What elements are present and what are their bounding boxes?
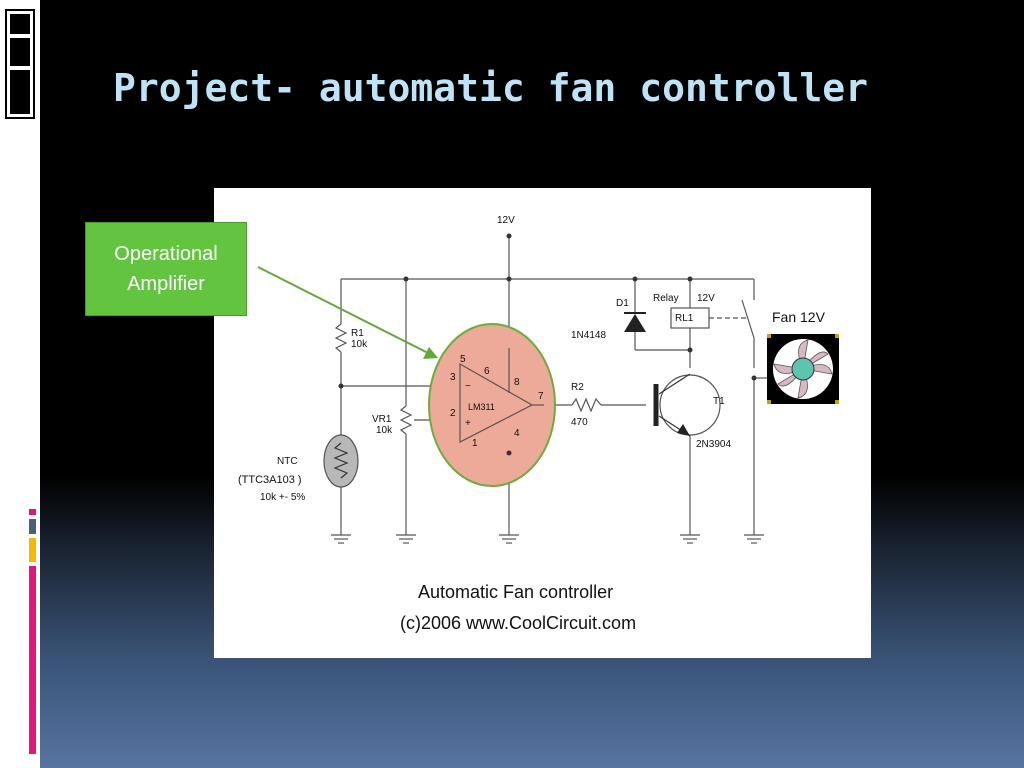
pin-8: 8 (514, 377, 520, 388)
accent-bar-gray (29, 519, 36, 534)
relay-voltage: 12V (697, 293, 715, 304)
ntc-part: (TTC3A103 ) (238, 474, 302, 486)
ground-symbol (499, 534, 519, 544)
ground-symbol (396, 534, 416, 544)
pin-6: 6 (484, 366, 490, 377)
ntc-zigzag (333, 442, 349, 479)
junction-dot (687, 276, 693, 282)
pin-4: 4 (514, 428, 520, 439)
slide-title: Project- automatic fan controller (113, 66, 868, 110)
fan-label: Fan 12V (772, 309, 826, 325)
diagram-copyright: (c)2006 www.CoolCircuit.com (400, 613, 636, 633)
r2-value: 470 (571, 417, 588, 428)
pin-5: 5 (460, 354, 466, 365)
vr1-resistor (399, 405, 413, 435)
pin-2: 2 (450, 408, 456, 419)
junction-dot (338, 383, 344, 389)
t1-collector (658, 373, 691, 395)
ntc-label: NTC (277, 456, 298, 467)
r1-label: R1 (351, 328, 364, 339)
d1-part: 1N4148 (571, 330, 606, 341)
ic-label: LM311 (468, 402, 495, 412)
relay-label: Relay (653, 293, 679, 304)
diagram-caption: Automatic Fan controller (418, 582, 613, 602)
junction-dot (506, 450, 512, 456)
vr1-value: 10k (376, 425, 393, 436)
junction-dot (687, 347, 693, 353)
r1-resistor (334, 323, 348, 353)
junction-dot (403, 276, 409, 282)
accent-bar-yellow (29, 538, 36, 562)
circuit-diagram: 12V R1 10k VR1 10k NTC (TTC3A103 ) 10k +… (214, 188, 871, 658)
accent-bar-pink (29, 566, 36, 754)
d1-label: D1 (616, 298, 629, 309)
opamp-triangle (459, 362, 534, 443)
t1-transistor (659, 374, 721, 436)
r2-resistor (571, 397, 602, 413)
fan-icon (767, 334, 839, 404)
relay-name: RL1 (675, 313, 694, 324)
ground-symbol (744, 534, 764, 544)
accent-bar-pink-top (29, 509, 36, 515)
left-strip (0, 0, 40, 768)
pin-plus: + (465, 418, 471, 429)
ground-symbol (331, 534, 351, 544)
r2-label: R2 (571, 382, 584, 393)
junction-dot (751, 375, 757, 381)
pin-1: 1 (472, 438, 478, 449)
r1-value: 10k (351, 339, 368, 350)
panels-icon (5, 9, 35, 119)
junction-dot (506, 233, 512, 239)
supply-label: 12V (497, 215, 515, 226)
pin-minus: − (465, 381, 471, 392)
callout-line-2: Amplifier (127, 273, 205, 295)
junction-dot (506, 276, 512, 282)
relay-switch (741, 299, 755, 339)
callout-line-1: Operational (114, 243, 218, 265)
t1-part: 2N3904 (696, 439, 731, 450)
junction-dot (632, 276, 638, 282)
callout-box: Operational Amplifier (85, 222, 247, 316)
ntc-value: 10k +- 5% (260, 492, 305, 503)
vr1-label: VR1 (372, 414, 392, 425)
pin-7: 7 (538, 391, 544, 402)
ground-symbol (680, 534, 700, 544)
t1-label: T1 (713, 396, 725, 407)
pin-3: 3 (450, 372, 456, 383)
d1-diode (624, 314, 646, 332)
t1-emitter-arrow (677, 424, 690, 436)
